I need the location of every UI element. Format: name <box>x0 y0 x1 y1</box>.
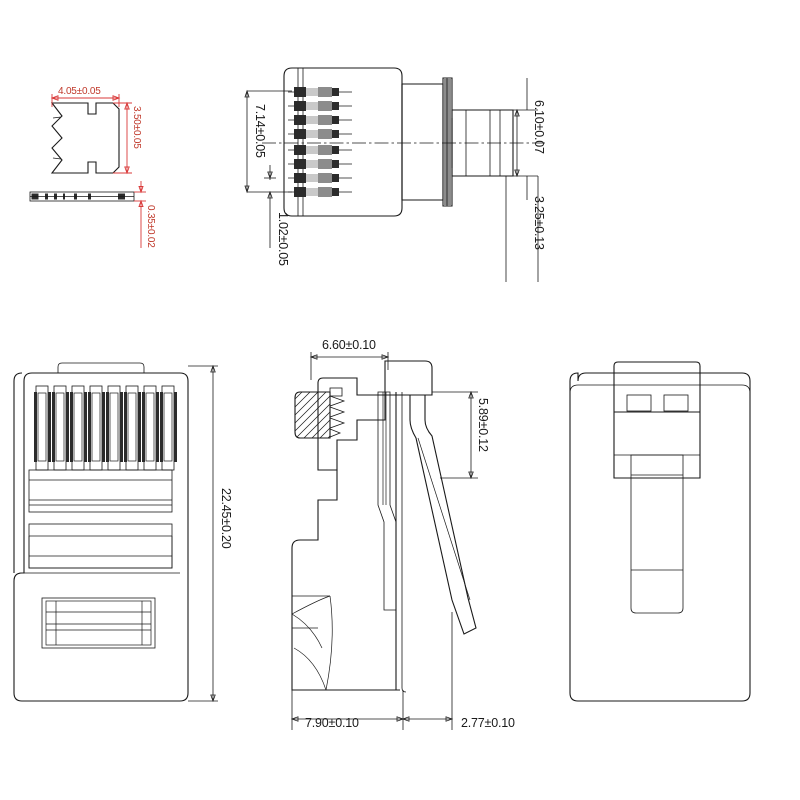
dimension-label-1-02: 1.02±0.05 <box>276 212 290 266</box>
view-front-elevation <box>13 362 218 703</box>
dimension-label-22-45: 22.45±0.20 <box>219 488 233 549</box>
dimension-labels: 4.05±0.05 3.50±0.05 0.35±0.02 7.14±0.05 … <box>58 86 546 730</box>
view-top-plan <box>244 67 545 282</box>
front-view-contacts <box>34 385 177 471</box>
view-rear-elevation <box>569 361 751 702</box>
dimension-label-5-89: 5.89±0.12 <box>476 398 490 452</box>
dimension-label-7-90: 7.90±0.10 <box>305 716 359 730</box>
dimension-label-3-25: 3.25±0.13 <box>532 196 546 250</box>
dimension-label-6-10: 6.10±0.07 <box>532 100 546 154</box>
view-side-section <box>290 352 478 730</box>
dimension-label-0-35: 0.35±0.02 <box>145 205 156 248</box>
view-contact-profile-detail <box>50 94 132 175</box>
dimension-label-7-14: 7.14±0.05 <box>253 104 267 158</box>
view-contact-thickness-detail <box>29 181 146 248</box>
top-view-contacts <box>288 87 352 197</box>
dimension-label-3-50: 3.50±0.05 <box>131 106 142 149</box>
dimension-label-4-05: 4.05±0.05 <box>58 86 101 97</box>
dimension-label-2-77: 2.77±0.10 <box>461 716 515 730</box>
dimension-label-6-60: 6.60±0.10 <box>322 338 376 352</box>
hatched-block <box>294 387 346 439</box>
